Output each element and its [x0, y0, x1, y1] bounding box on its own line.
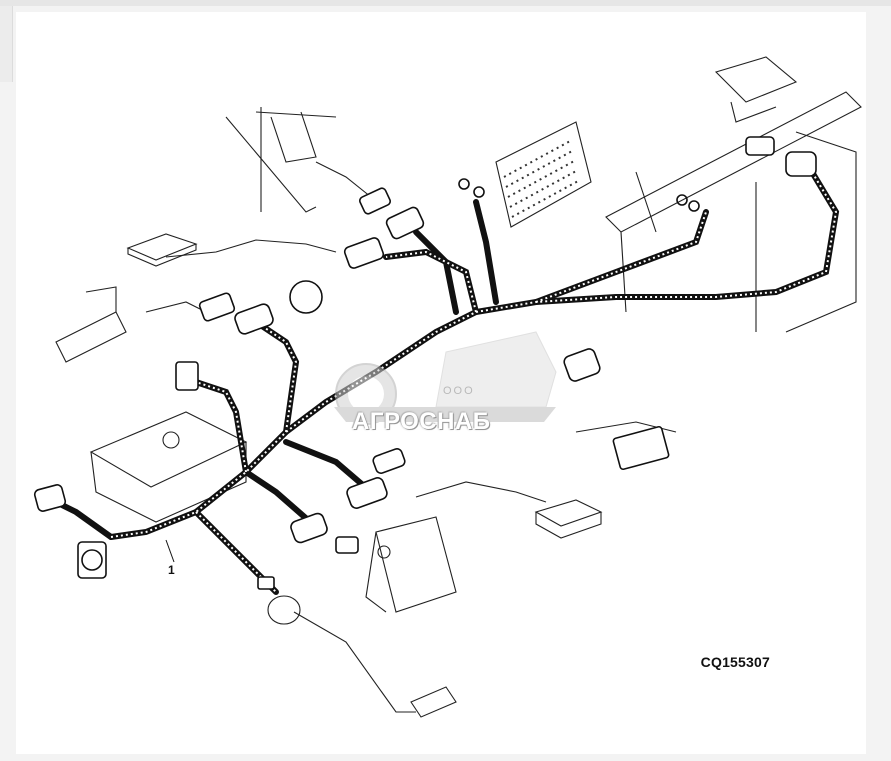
connector-13	[563, 348, 601, 382]
harness-ribbing	[110, 161, 838, 593]
actuator	[365, 516, 457, 613]
perforated-panel	[495, 121, 592, 228]
connector-12	[745, 136, 775, 156]
connector-5	[343, 237, 385, 269]
figure-code: CQ155307	[700, 654, 770, 670]
connector-8	[346, 477, 388, 509]
connector-11	[785, 151, 817, 177]
left-strip	[0, 6, 13, 82]
tube-left	[55, 286, 127, 363]
connector-7	[359, 187, 391, 215]
relay-box	[612, 425, 670, 471]
watermark-brand: АГРОСНАБ	[352, 408, 491, 435]
connector-10	[372, 448, 406, 474]
agrosnab-logo	[334, 331, 557, 425]
connector-3	[234, 303, 274, 335]
connector-1	[33, 484, 67, 512]
mounting-plate-left	[126, 233, 198, 267]
connector-2	[175, 361, 199, 391]
connector-4	[198, 292, 236, 322]
wiring-harness-diagram	[33, 56, 862, 718]
callout-leader	[165, 539, 175, 563]
diagram-sheet: ООО АГРОСНАБ 1 CQ155307	[16, 12, 866, 754]
mounting-plate-right	[534, 499, 603, 539]
pedal-linkage	[267, 595, 457, 718]
watermark-org: ООО	[443, 385, 475, 397]
ring-terminals	[458, 178, 700, 212]
connector-15	[335, 536, 359, 554]
sensor-ring	[289, 280, 323, 314]
lower-cradle	[89, 411, 248, 523]
machine-frame	[605, 56, 862, 333]
callout-1: 1	[168, 563, 175, 577]
connector-6	[385, 206, 425, 240]
top-strip	[0, 0, 891, 6]
connector-9	[290, 512, 328, 544]
connector-14	[257, 576, 275, 590]
grommet-hole	[81, 549, 103, 571]
upper-bracket	[225, 107, 337, 213]
thin-wires	[145, 161, 677, 503]
